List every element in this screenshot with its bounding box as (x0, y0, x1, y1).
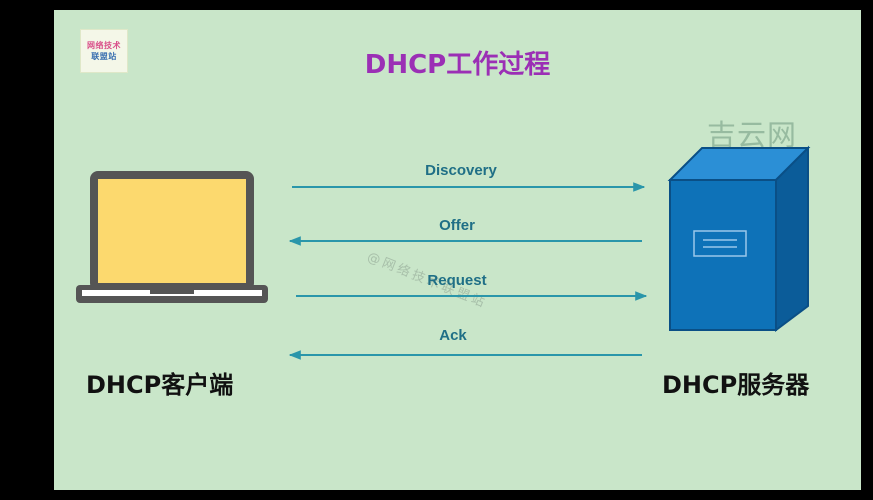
logo-line-1: 网络技术 (87, 41, 121, 50)
server-icon (667, 145, 811, 332)
message-label-discovery: Discovery (425, 162, 497, 179)
diagram-title: DHCP工作过程 (364, 50, 551, 80)
brand-watermark: 吉云网 (707, 118, 798, 152)
message-label-offer: Offer (439, 217, 475, 234)
server-label: DHCP服务器 (662, 371, 810, 399)
message-label-request: Request (427, 272, 487, 289)
message-label-ack: Ack (439, 327, 467, 344)
client-label: DHCP客户端 (86, 371, 234, 399)
diagram-graphics (76, 145, 811, 360)
diagram-canvas: 网络技术 联盟站 DHCP工作过程 吉云网 @网络技术联盟站 (54, 10, 861, 490)
laptop-icon (76, 171, 268, 303)
logo-line-2: 联盟站 (91, 52, 117, 61)
site-logo: 网络技术 联盟站 (80, 29, 128, 73)
